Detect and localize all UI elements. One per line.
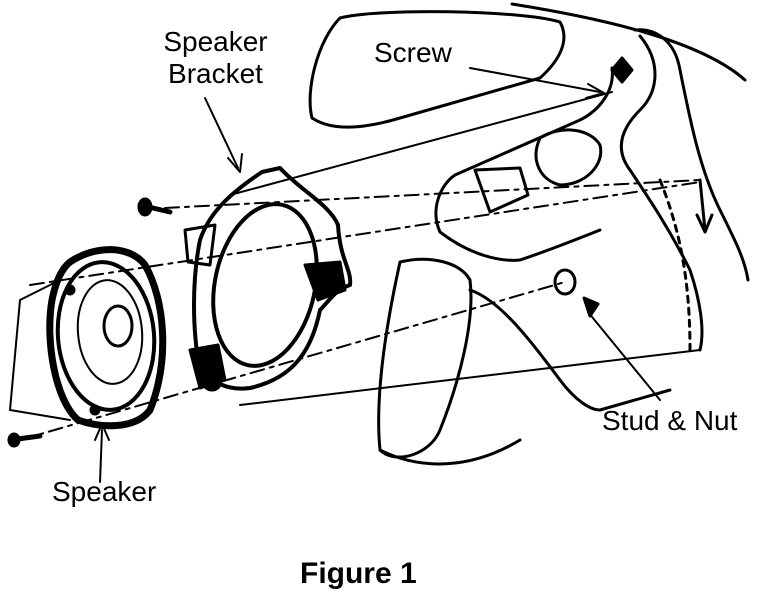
speaker-dust-cap [102, 304, 134, 348]
speaker-leader [94, 423, 110, 483]
bracket-inner-ring [211, 202, 319, 368]
align-line-screw [164, 179, 701, 209]
handle-recess [473, 166, 530, 214]
speaker-bracket-label-line1: Speaker [163, 26, 268, 57]
screw-leader-line [469, 67, 601, 93]
align-line-bottom [19, 281, 566, 441]
screw-leader [469, 67, 605, 99]
stud-leader [582, 296, 661, 401]
speaker-frame [46, 246, 167, 430]
bracket-nut [202, 374, 222, 392]
latch-recess [534, 128, 603, 187]
bracket-side-flange [183, 223, 217, 267]
speaker-cone-inner [76, 279, 144, 385]
speaker-leader-line [99, 429, 103, 483]
bracket-outer-ring [192, 166, 353, 391]
alignment-lines [9, 91, 701, 441]
bottom-screw-head [7, 432, 21, 448]
stud-leader-line [587, 311, 661, 401]
window-edge-line [510, 2, 747, 82]
box-left-side [9, 279, 61, 411]
align-line-lower [239, 349, 701, 406]
align-line-top [229, 91, 613, 196]
door-panel [308, 2, 750, 466]
stud-leader-head [582, 296, 600, 318]
stud-arrow-head [695, 213, 714, 234]
stud-arrow-shaft [698, 178, 707, 232]
speaker-cone-outer [55, 260, 157, 412]
door-frame-edge [633, 28, 750, 282]
speaker-mount-hole-1 [64, 284, 76, 296]
speaker-mount-hole-2 [89, 404, 101, 416]
bracket-leader [204, 97, 243, 173]
armrest-outline [434, 66, 614, 262]
screws [7, 197, 173, 448]
speaker-bracket-label: Speaker Bracket [148, 26, 283, 90]
speaker-label: Speaker [52, 476, 157, 507]
speaker-bracket-label-line2: Bracket [168, 58, 263, 89]
speaker-pocket [377, 257, 473, 459]
door-pocket-outline [308, 10, 566, 129]
speaker-bracket [183, 166, 353, 392]
box-left-bottom [9, 409, 71, 421]
screw-label: Screw [374, 37, 452, 68]
lower-trim-curve [468, 288, 672, 412]
mount-hole [553, 268, 577, 296]
align-line-center [29, 181, 701, 286]
bracket-tab-right [303, 260, 347, 302]
screw-leader-head [585, 83, 605, 99]
bracket-leader-line [204, 97, 239, 169]
inner-frame-curve [619, 34, 704, 352]
figure-caption: Figure 1 [300, 557, 417, 590]
stud-nut-label: Stud & Nut [602, 405, 738, 436]
top-screw-head [137, 197, 153, 217]
pocket-bottom [378, 438, 522, 466]
stud-guide-line [658, 178, 692, 352]
screw-hole-marker [610, 56, 634, 84]
speaker-unit [46, 246, 167, 430]
bracket-leader-head [227, 153, 243, 173]
